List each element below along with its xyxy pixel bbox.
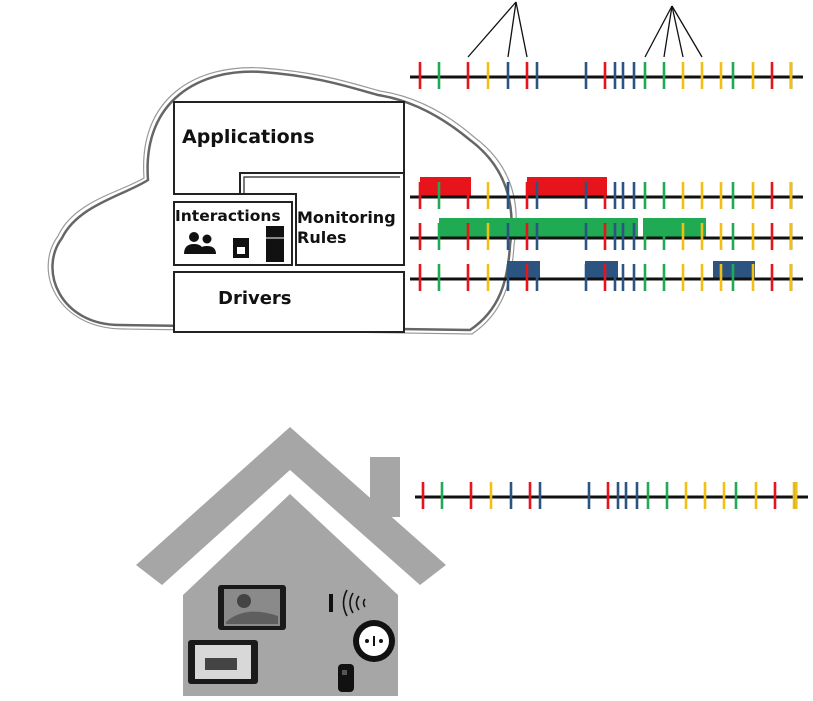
coffee-maker-icon bbox=[233, 238, 249, 258]
monitoring-label: Monitoring bbox=[297, 208, 396, 227]
interactions-label: Interactions bbox=[175, 207, 281, 225]
red-pattern-bar bbox=[420, 177, 471, 197]
pattern-callouts bbox=[467, 1, 703, 58]
rules-label: Rules bbox=[297, 228, 347, 247]
drivers-label: Drivers bbox=[218, 288, 292, 309]
green-pattern-bar bbox=[643, 218, 706, 238]
sensor-icon bbox=[338, 664, 354, 692]
applications-label: Applications bbox=[182, 126, 315, 148]
monitoring-rules-box bbox=[239, 172, 405, 266]
blue-pattern-bar bbox=[585, 261, 618, 279]
drivers-box bbox=[173, 271, 405, 333]
people-icon bbox=[184, 232, 216, 254]
smart-home bbox=[136, 427, 446, 696]
smart-plug-icon bbox=[353, 620, 395, 662]
tablet-icon bbox=[218, 585, 286, 630]
fridge-icon bbox=[266, 226, 284, 262]
tablet-icon bbox=[188, 640, 258, 684]
red-pattern-bar bbox=[527, 177, 607, 197]
blue-pattern-bar bbox=[507, 261, 540, 279]
door-bell-icon bbox=[329, 589, 366, 617]
